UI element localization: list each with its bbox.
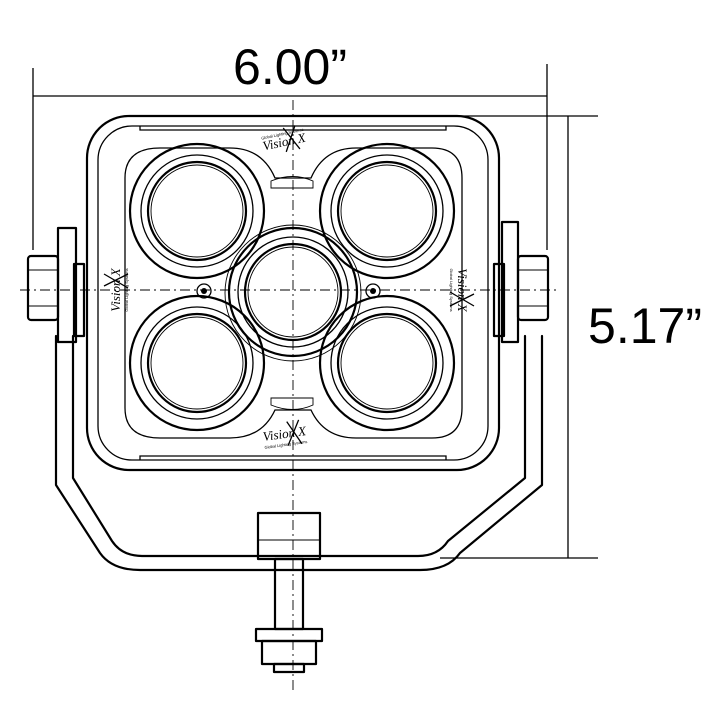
led-reflector-center bbox=[227, 226, 359, 358]
width-dimension-label: 6.00” bbox=[233, 39, 347, 95]
logo-bottom-tagline: Global Lighting Systems bbox=[264, 439, 307, 450]
led-reflector-bottom-right bbox=[318, 294, 456, 432]
logo-left: Vision X Global Lighting Systems bbox=[103, 267, 129, 312]
led-reflector-bottom-left bbox=[128, 294, 266, 432]
logo-right-brand: Vision X bbox=[455, 268, 470, 313]
face-panel bbox=[124, 147, 463, 439]
led-reflector-top-left bbox=[128, 142, 266, 280]
logo-right-tagline: Global Lighting Systems bbox=[449, 268, 454, 311]
left-mount-knob bbox=[26, 254, 60, 322]
logo-top: Vision X Global Lighting Systems bbox=[261, 125, 308, 153]
logo-bottom: Vision X Global Lighting Systems bbox=[262, 419, 308, 450]
logo-left-brand: Vision X bbox=[108, 267, 123, 312]
left-screw-icon bbox=[196, 283, 212, 299]
led-reflector-top-right bbox=[318, 142, 456, 280]
height-dimension-label: 5.17” bbox=[588, 298, 702, 354]
centerlines bbox=[20, 100, 560, 690]
logo-left-tagline: Global Lighting Systems bbox=[124, 268, 129, 311]
height-dimension: 5.17” bbox=[440, 115, 702, 559]
logo-right: Vision X Global Lighting Systems bbox=[449, 268, 475, 313]
mounting-stud bbox=[254, 511, 324, 674]
width-dimension: 6.00” bbox=[32, 39, 548, 250]
logo-bottom-brand: Vision X bbox=[262, 423, 308, 444]
mounting-bracket bbox=[26, 220, 550, 572]
right-mount-knob bbox=[516, 254, 550, 322]
right-screw-icon bbox=[365, 283, 381, 299]
